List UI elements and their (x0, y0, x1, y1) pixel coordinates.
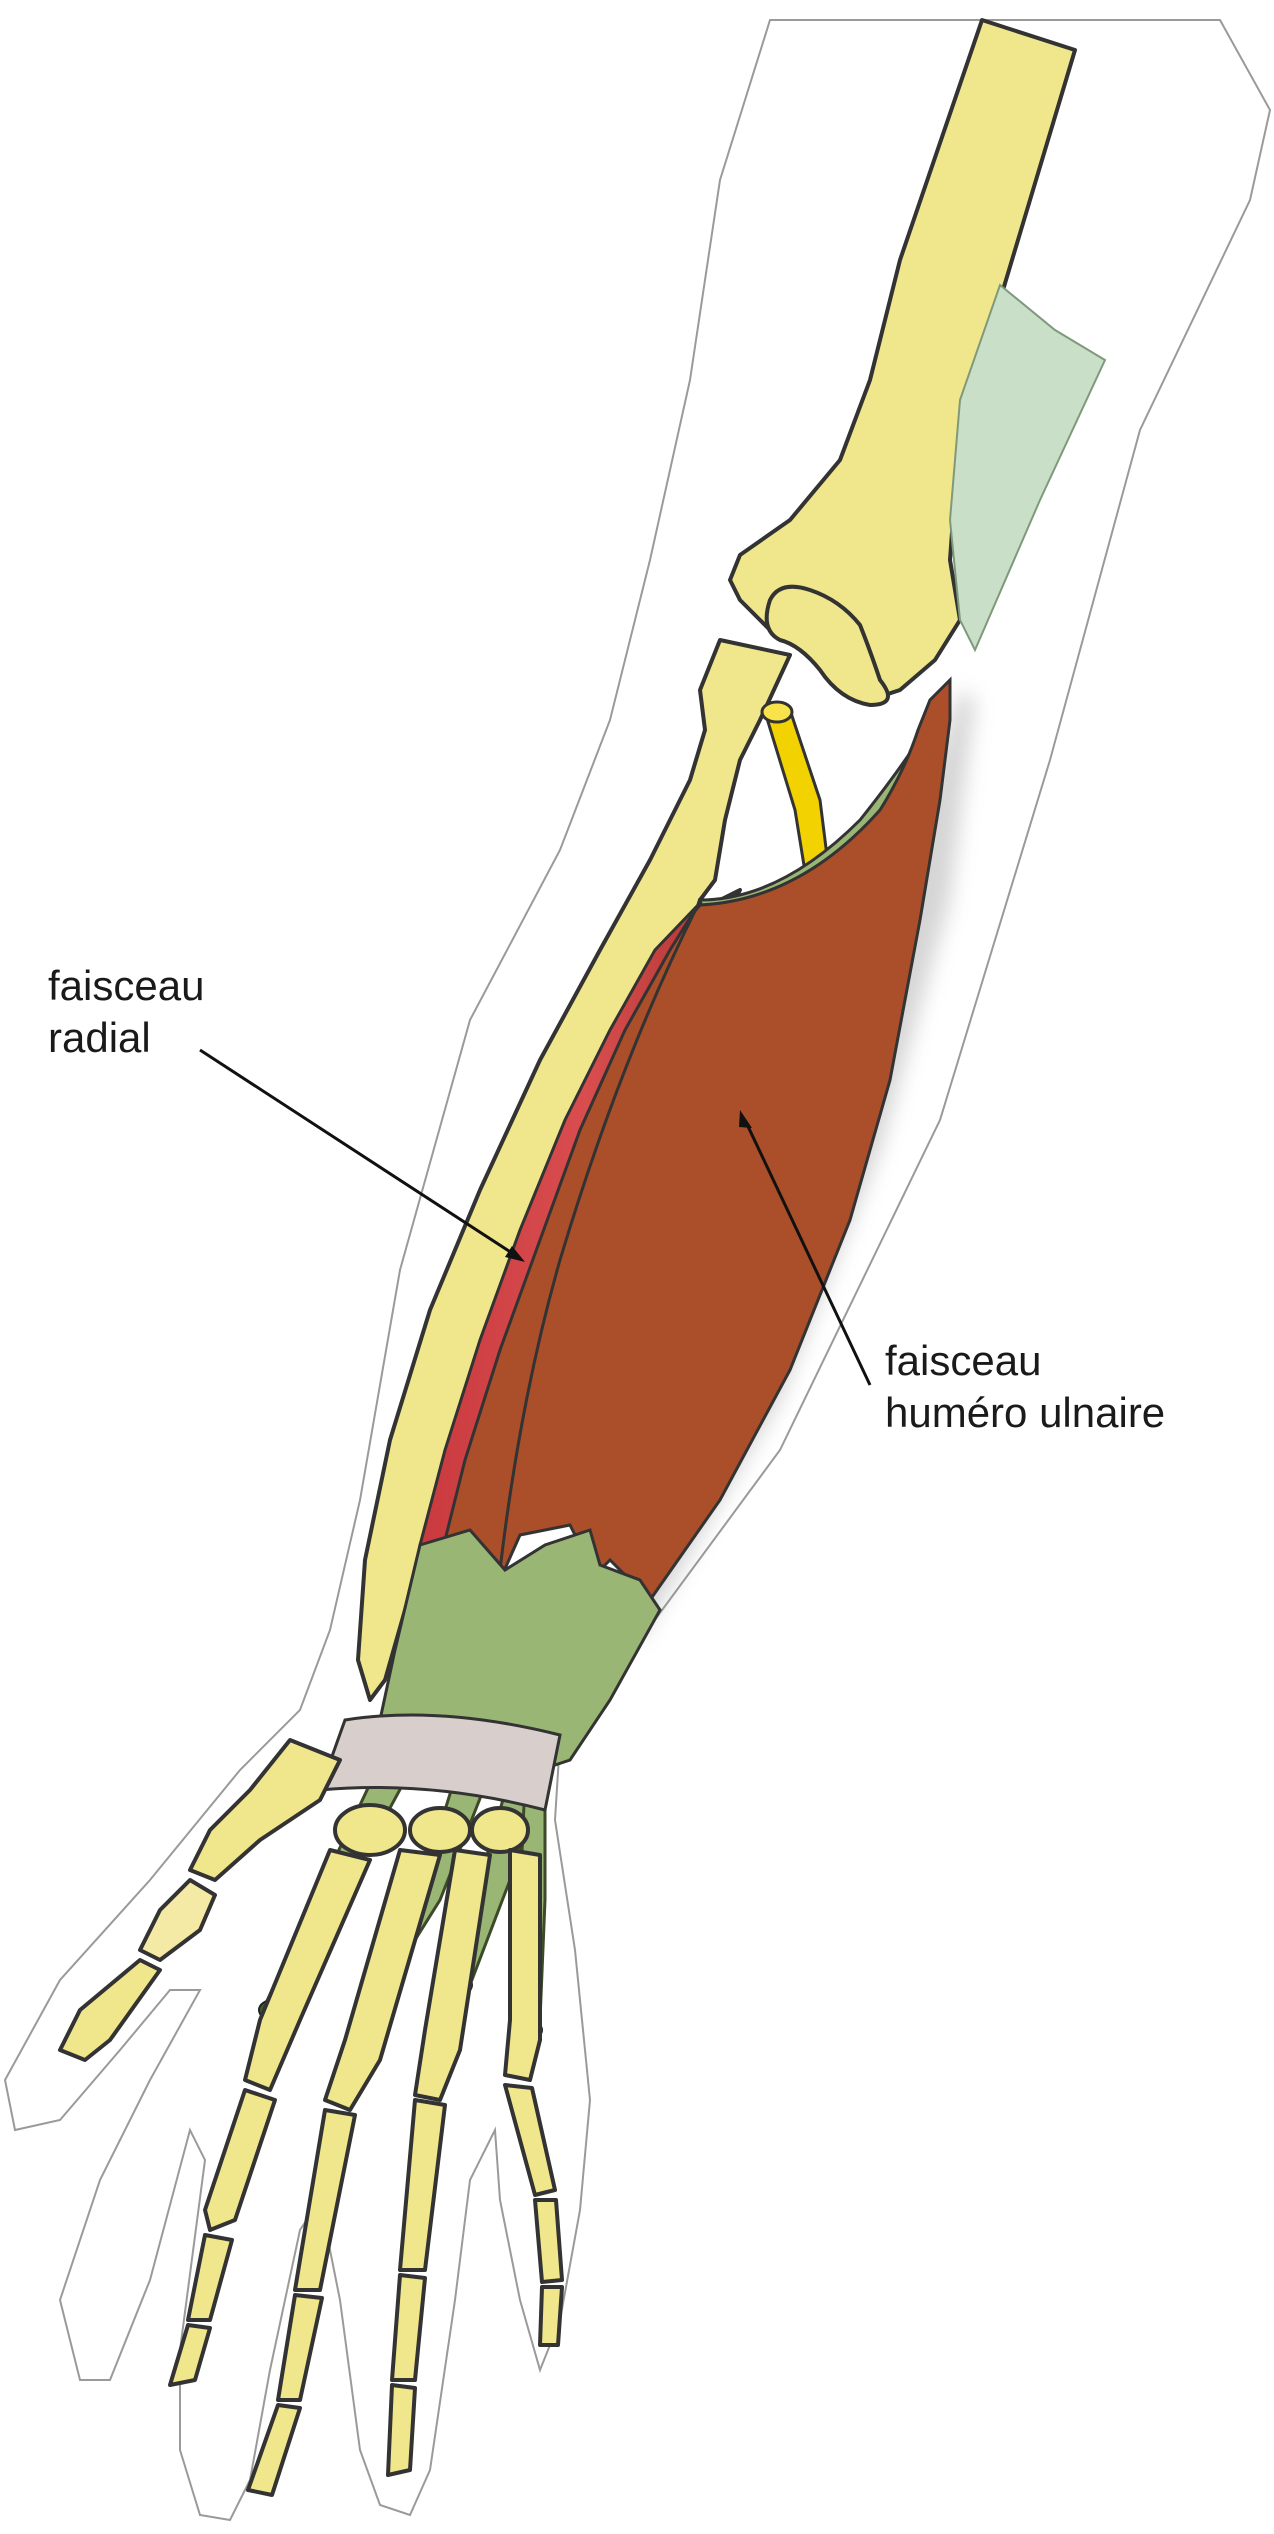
hand-bones (58, 1738, 564, 2497)
ring-phalanx-2 (390, 2273, 427, 2382)
ring-phalanx-3 (386, 2383, 417, 2477)
trochlea (764, 584, 890, 707)
label-faisceau-humero-ulnaire: faisceau huméro ulnaire (885, 1337, 1165, 1436)
middle-phalanx-2 (276, 2293, 324, 2402)
index-phalanx-1 (203, 2088, 277, 2232)
little-phalanx-2 (533, 2198, 564, 2284)
middle-metacarpal (323, 1848, 442, 2112)
carpal-bone (408, 1806, 472, 1854)
leader-arrow-humero-ulnaire (739, 1110, 752, 1128)
flexor-retinaculum (317, 1713, 562, 1812)
aponeurosis (948, 283, 1107, 653)
label-faisceau-humero-ulnaire-line1: faisceau (885, 1337, 1041, 1384)
little-metacarpal (503, 1848, 542, 2082)
carpal-bone (333, 1803, 407, 1857)
little-phalanx-3 (538, 2285, 564, 2347)
index-metacarpal (243, 1848, 372, 2092)
index-phalanx-3 (168, 2323, 212, 2387)
carpal-bone (470, 1806, 530, 1854)
ring-phalanx-1 (398, 2098, 447, 2272)
middle-phalanx-3 (246, 2403, 302, 2497)
thumb-proximal-phalanx (138, 1878, 217, 1962)
label-faisceau-humero-ulnaire-line2: huméro ulnaire (885, 1389, 1165, 1436)
leader-arrow-radial (505, 1246, 525, 1262)
ring-metacarpal (413, 1848, 492, 2102)
label-faisceau-radial-line2: radial (48, 1014, 151, 1061)
index-phalanx-2 (186, 2233, 234, 2322)
ulnar-nerve-end (760, 700, 794, 724)
muscle-division-line (498, 904, 700, 1571)
leader-line-radial (199, 1048, 516, 1257)
little-phalanx-1 (503, 2083, 557, 2197)
middle-phalanx-1 (293, 2108, 357, 2292)
label-faisceau-radial: faisceau radial (48, 962, 216, 1061)
label-faisceau-radial-line1: faisceau (48, 962, 204, 1009)
leader-line-humero-ulnaire (743, 1119, 872, 1386)
thumb-metacarpal (188, 1738, 342, 1882)
thumb-distal-phalanx (58, 1958, 162, 2062)
